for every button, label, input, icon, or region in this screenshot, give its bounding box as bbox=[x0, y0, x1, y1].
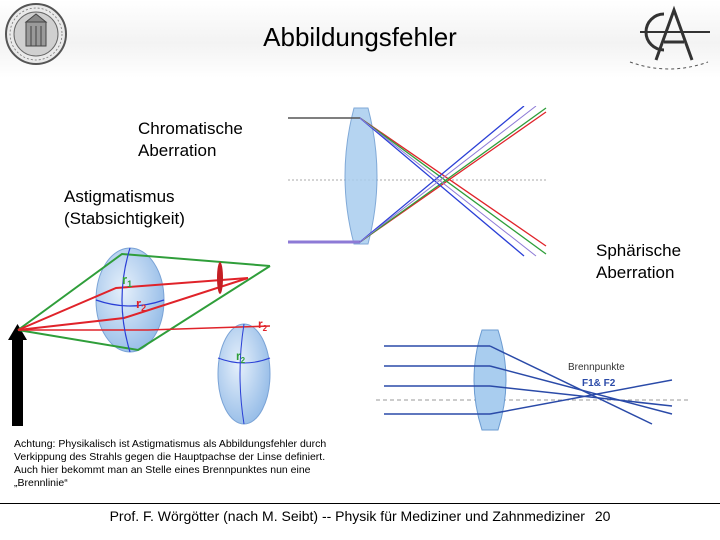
chromatic-aberration-diagram bbox=[288, 106, 548, 257]
label-r2: r2 bbox=[136, 296, 146, 313]
university-seal-logo bbox=[5, 3, 67, 65]
georg-august-logo bbox=[629, 5, 710, 70]
label-chromatic: Chromatische Aberration bbox=[138, 119, 243, 160]
lens bbox=[344, 107, 378, 245]
object-arrow-shaft bbox=[12, 338, 23, 426]
header-band bbox=[0, 0, 720, 78]
ray-purple-1 bbox=[359, 117, 537, 257]
focal-line-mark bbox=[217, 262, 223, 294]
page-number: 20 bbox=[594, 508, 611, 524]
lens-1 bbox=[95, 247, 165, 353]
ray-red-lower bbox=[17, 277, 249, 331]
lens bbox=[473, 329, 507, 431]
ray-green-2 bbox=[359, 107, 547, 243]
note-text: Achtung: Physikalisch ist Astigmatismus … bbox=[14, 438, 327, 489]
label-spherical: Sphärische Aberration bbox=[596, 241, 682, 282]
footer: Prof. F. Wörgötter (nach M. Seibt) -- Ph… bbox=[0, 508, 720, 524]
label-r1: r1 bbox=[122, 272, 132, 289]
ray-red-upper bbox=[17, 277, 249, 331]
ray-red-1 bbox=[359, 117, 547, 247]
meridian-3 bbox=[239, 323, 245, 425]
ray-out-3 bbox=[489, 385, 673, 407]
footer-divider bbox=[0, 503, 720, 504]
page-title: Abbildungsfehler bbox=[263, 22, 457, 52]
label-r2b: r2 bbox=[258, 317, 268, 333]
ray-red-axis bbox=[18, 325, 271, 331]
label-r2c: r2 bbox=[236, 349, 246, 365]
label-foci: F1& F2 bbox=[582, 378, 616, 389]
object-arrow-head bbox=[8, 324, 27, 340]
astigmatism-diagram: r1 r2 r2 r2 bbox=[8, 247, 271, 426]
ray-green-1 bbox=[359, 117, 547, 255]
ray-out-2 bbox=[489, 365, 673, 415]
meridian-4 bbox=[217, 357, 271, 364]
lens-2 bbox=[217, 323, 271, 425]
meridian-2 bbox=[95, 299, 165, 307]
label-brennpunkte: Brennpunkte bbox=[568, 362, 625, 373]
ray-out-4 bbox=[489, 379, 673, 415]
ray-blue-2 bbox=[359, 106, 525, 243]
meridian-1 bbox=[121, 247, 131, 353]
ray-out-1 bbox=[489, 345, 653, 425]
spherical-aberration-diagram: Brennpunkte F1& F2 bbox=[376, 329, 690, 431]
ray-purple-2 bbox=[359, 106, 537, 243]
ray-green-lower bbox=[17, 265, 271, 352]
label-astigmatism: Astigmatismus (Stabsichtigkeit) bbox=[64, 187, 185, 228]
ray-green-upper bbox=[17, 252, 271, 331]
footer-text: Prof. F. Wörgötter (nach M. Seibt) -- Ph… bbox=[109, 508, 585, 524]
ray-blue-1 bbox=[359, 117, 525, 257]
